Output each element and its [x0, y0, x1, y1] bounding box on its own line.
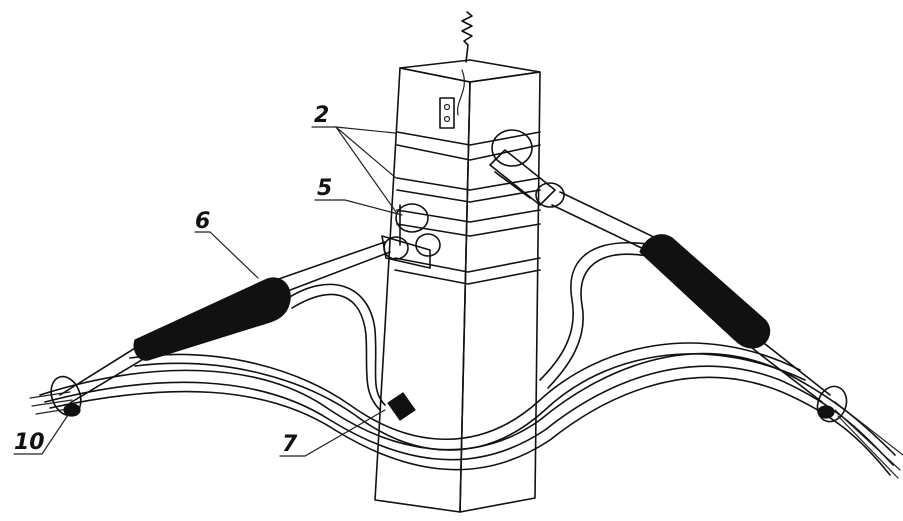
- cable-bundle: [29, 342, 903, 479]
- pole: [374, 59, 541, 513]
- connector-sleeve: [387, 392, 416, 421]
- label-2: 2: [314, 103, 329, 128]
- left-clamp-bracket: [381, 203, 441, 269]
- band-clamp-lower: [396, 209, 541, 237]
- label-7: 7: [282, 432, 298, 457]
- pole-bracket: [439, 97, 455, 129]
- band-clamp-bottom: [394, 257, 541, 285]
- leader-lines: [13, 126, 403, 457]
- left-insulator: [133, 277, 291, 361]
- left-ring: [50, 375, 82, 417]
- label-5: 5: [317, 176, 332, 201]
- label-10: 10: [14, 430, 45, 455]
- right-ring: [816, 385, 848, 423]
- right-clamp-bracket: [489, 129, 565, 208]
- band-clamp-middle: [396, 177, 541, 203]
- left-tension-arm: [59, 241, 391, 411]
- band-clamp-upper: [396, 131, 541, 161]
- label-6: 6: [195, 209, 210, 234]
- right-insulator: [639, 234, 771, 349]
- right-tension-arm: [539, 191, 831, 403]
- ground-wire: [461, 11, 473, 63]
